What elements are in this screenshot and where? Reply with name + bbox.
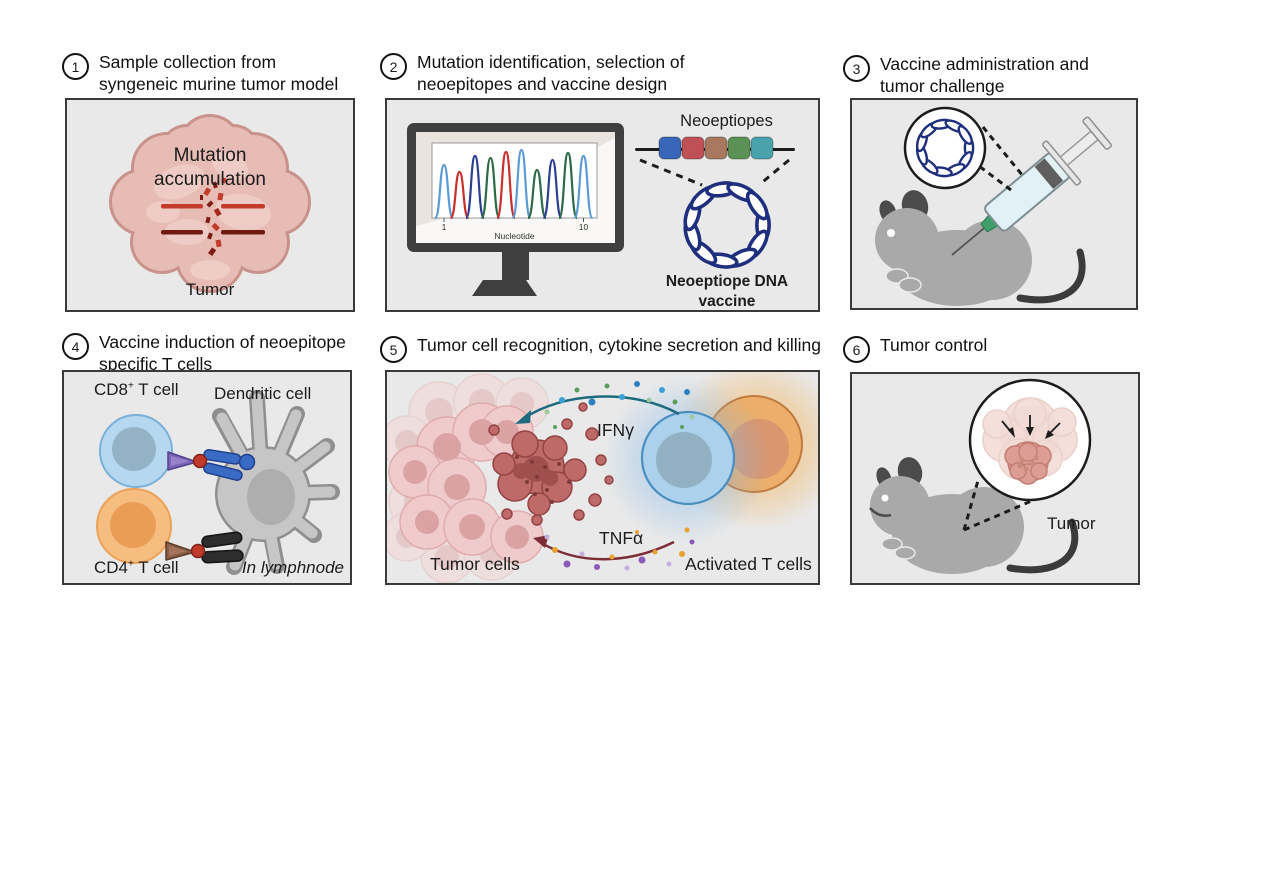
panel6-title-line1: Tumor control (880, 335, 988, 355)
broken-dna-icon (161, 177, 265, 256)
panel3-title-line1: Vaccine administration and (880, 54, 1089, 74)
ifng-arrow (515, 395, 680, 424)
tumor-illustration (109, 114, 311, 293)
panel3-title-line2: tumor challenge (880, 75, 1005, 96)
vaccination-illustration (875, 106, 1112, 306)
ifng-label: IFNγ (597, 420, 634, 440)
dna-fragments (200, 177, 227, 256)
mouse-smile (869, 507, 892, 517)
mouse-eye (887, 229, 895, 237)
panel1-title: Sample collection from syngeneic murine … (99, 52, 338, 95)
shrink-arrows (1001, 415, 1061, 439)
dendritic-cell-label: Dendritic cell (214, 384, 312, 403)
neoepitope-block-3 (704, 136, 728, 160)
step-number-badge: 4 (62, 333, 89, 360)
plasmid-icon (683, 181, 771, 269)
panel5-title-line1: Tumor cell recognition, cytokine secreti… (417, 335, 821, 355)
tumor-callout (962, 378, 1092, 532)
panel1-title-line1: Sample collection from (99, 52, 277, 72)
tumor-label: Tumor (185, 280, 235, 299)
panel2-header: 2 Mutation identification, selection of … (380, 52, 685, 95)
panel3-title: Vaccine administration and tumor challen… (880, 54, 1089, 97)
mouse-icon (869, 457, 1079, 574)
x-tick-first: 1 (442, 222, 447, 232)
cd4-t-cell-icon (96, 488, 172, 564)
step-number-badge: 3 (843, 55, 870, 82)
neoepitope-block-5 (750, 136, 774, 160)
cd8-t-cell-icon (99, 414, 173, 488)
ifng-cytokine-dots (544, 381, 695, 429)
panel4-header: 4 Vaccine induction of neoepitope specif… (62, 332, 346, 375)
mouse-icon (875, 190, 1086, 306)
panel2-title-line1: Mutation identification, selection of (417, 52, 685, 72)
panel1-box: Mutation accumulation Tumor (65, 98, 355, 312)
step-number-badge: 5 (380, 336, 407, 363)
mouse-eye (881, 494, 889, 502)
chromatogram-peaks (433, 148, 594, 220)
mouse-tail (1016, 248, 1086, 304)
tumor-label: Tumor (1047, 514, 1096, 533)
cd4-t-cell-label: CD4+ T cell (94, 558, 179, 577)
cloning-dashed-lines (639, 158, 790, 187)
panel6-header: 6 Tumor control (843, 335, 987, 363)
antigen-dot (192, 453, 208, 469)
panel6-title: Tumor control (880, 335, 987, 357)
activated-t-cells-label: Activated T cells (685, 554, 812, 574)
step-number-badge: 6 (843, 336, 870, 363)
activated-t-cells-icon (603, 372, 818, 544)
dendritic-cell-icon (212, 390, 340, 575)
t-cell-priming-illustration (96, 390, 340, 575)
panel4-title-line1: Vaccine induction of neoepitope (99, 332, 346, 352)
panel6-box: Tumor (850, 372, 1140, 585)
syringe-icon (951, 116, 1112, 256)
plasmid-icon (915, 118, 975, 178)
mouse-tail (1006, 518, 1079, 574)
panel3-header: 3 Vaccine administration and tumor chall… (843, 54, 1089, 97)
panel5-box: IFNγ TNFα Tumor cells Activated T cells (385, 370, 820, 585)
tumor-control-illustration (869, 378, 1092, 574)
dying-tumor-cell (488, 402, 614, 526)
neoepitope-blocks (635, 136, 795, 160)
neoepitope-block-2 (681, 136, 705, 160)
dna-vaccine-label: Neoeptiope DNA vaccine (665, 273, 789, 311)
panel5-title: Tumor cell recognition, cytokine secreti… (417, 335, 821, 357)
mutation-accumulation-label: Mutation accumulation (154, 145, 266, 190)
panel2-title: Mutation identification, selection of ne… (417, 52, 685, 95)
lymphnode-label: In lymphnode (241, 558, 344, 577)
panel1-title-line2: syngeneic murine tumor model (99, 73, 339, 94)
panel4-title-line2: specific T cells (99, 353, 213, 374)
panel5-header: 5 Tumor cell recognition, cytokine secre… (380, 335, 821, 363)
antigen-dot (190, 543, 206, 559)
tcr-mhc1-complex (167, 449, 256, 481)
panel3-box (850, 98, 1138, 310)
needle (951, 227, 985, 256)
tumor-cells-cluster (387, 373, 549, 583)
shrunken-tumor (1004, 441, 1052, 485)
neoepitope-block-4 (727, 136, 751, 160)
panel4-title: Vaccine induction of neoepitope specific… (99, 332, 346, 375)
panel2-box: 1 10 Nucleotide Neoeptiopes Neoeptiope D… (385, 98, 820, 312)
neoepitopes-label: Neoeptiopes (680, 112, 773, 130)
x-axis-label: Nucleotide (494, 231, 534, 241)
sequencing-and-vaccine-illustration: 1 10 Nucleotide (407, 123, 795, 296)
cd8-t-cell-label: CD8+ T cell (94, 380, 179, 399)
dendritic-nucleus (247, 469, 295, 525)
panel1-header: 1 Sample collection from syngeneic murin… (62, 52, 338, 95)
chromatogram: 1 10 Nucleotide (431, 142, 598, 241)
tcr-mhc2-complex (165, 531, 244, 564)
tumor-killing-illustration (387, 372, 818, 583)
x-tick-last: 10 (579, 222, 589, 232)
step-number-badge: 2 (380, 53, 407, 80)
panel2-title-line2: neoepitopes and vaccine design (417, 73, 668, 94)
tumor-cells-label: Tumor cells (430, 554, 520, 574)
panel4-box: CD8+ T cell Dendritic cell CD4+ T cell I… (62, 370, 352, 585)
plasmid-callout (903, 106, 1025, 192)
neoepitope-block-1 (658, 136, 682, 160)
tnfa-cytokine-dots (544, 527, 695, 571)
step-number-badge: 1 (62, 53, 89, 80)
tnfa-label: TNFα (599, 528, 644, 548)
